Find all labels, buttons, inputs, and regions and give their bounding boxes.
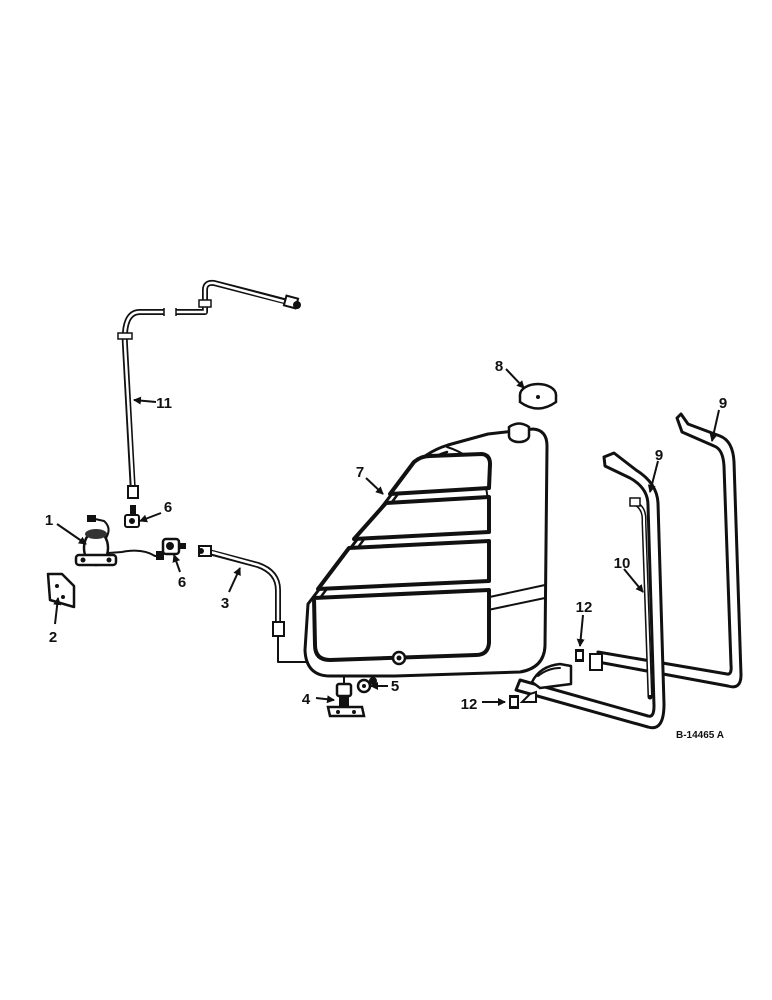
callout-4: 4 [302,691,311,708]
spacer-part-12-lower [509,695,519,709]
tank-cap-part-8 [518,382,558,410]
callout-1: 1 [45,512,53,529]
callout-12-upper: 12 [576,599,593,616]
callout-6-upper: 6 [164,499,172,516]
fitting-part-6-upper [124,505,140,528]
tube-line-part-11 [117,279,301,499]
spacer-part-12-upper [575,649,584,662]
callout-labels: 1 2 3 4 5 6 6 7 8 9 9 10 11 12 12 [45,358,727,713]
callout-11: 11 [156,395,172,412]
callout-9-middle: 9 [655,447,663,464]
callout-5: 5 [391,678,399,695]
callout-9-right: 9 [719,395,727,412]
rod-part-10 [629,497,653,700]
bracket-part-2 [46,572,76,609]
callout-12-lower: 12 [461,696,478,713]
callout-10: 10 [614,555,631,572]
nut-part-5 [356,677,377,694]
fuel-pump-part-1 [74,515,164,567]
tank-pad [519,662,573,703]
callout-8: 8 [495,358,503,375]
callout-2: 2 [49,629,57,646]
leader-lines [53,368,720,706]
callout-3: 3 [221,595,229,612]
strap-part-9-right [589,412,743,689]
drawing-number: B-14465 A [676,730,724,741]
fitting-part-6-lower [161,537,186,556]
fuel-tank-part-7 [303,422,549,678]
callout-6-lower: 6 [178,574,186,591]
shutoff-valve-part-4 [326,682,366,718]
callout-7: 7 [356,464,364,481]
